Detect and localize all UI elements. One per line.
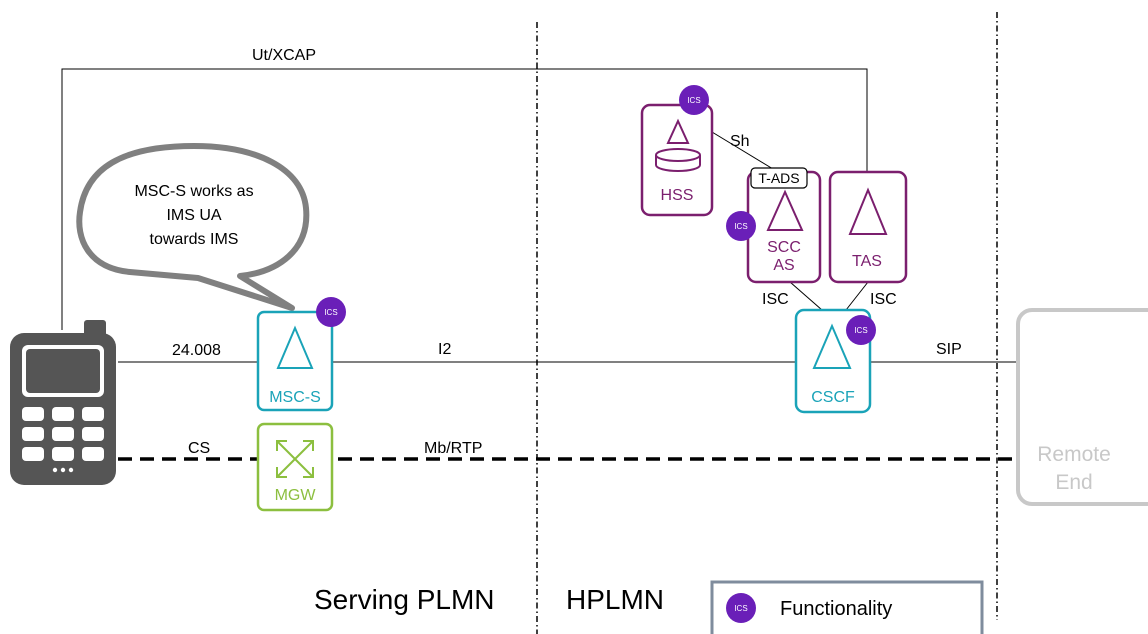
cscf-label: CSCF	[811, 389, 855, 406]
database-icon	[655, 148, 701, 172]
t-ads-label: T-ADS	[758, 170, 799, 186]
label-sh: Sh	[730, 133, 750, 150]
t-ads-tag: T-ADS	[750, 167, 808, 189]
ics-badge-scc-as: ICS	[726, 211, 756, 241]
ics-badge-hss: ICS	[679, 85, 709, 115]
hss-node: HSS	[640, 103, 714, 217]
ics-badge-hss-text: ICS	[687, 96, 700, 105]
ics-badge-scc-as-text: ICS	[734, 222, 747, 231]
ics-badge-msc-s-text: ICS	[324, 308, 337, 317]
label-isc-left: ISC	[762, 291, 789, 308]
link-isc-tas	[845, 281, 869, 311]
bubble-line-3: towards IMS	[150, 231, 239, 248]
ut-xcap-label: Ut/XCAP	[252, 47, 316, 64]
mgw-node: MGW	[256, 422, 334, 512]
remote-end-node: Remote End	[1016, 308, 1148, 506]
serving-plmn-label: Serving PLMN	[314, 584, 495, 615]
hplmn-label: HPLMN	[566, 584, 664, 615]
ics-badge-cscf-text: ICS	[854, 326, 867, 335]
ics-badge-msc-s: ICS	[316, 297, 346, 327]
scc-as-label-line-1: SCC	[767, 239, 801, 256]
scc-as-label-line-2: AS	[773, 257, 794, 274]
phone-icon	[10, 320, 116, 485]
tas-node: TAS	[828, 170, 908, 284]
label-24008: 24.008	[172, 342, 221, 359]
remote-end-label-line-2: End	[1055, 471, 1092, 494]
legend-label: Functionality	[780, 598, 892, 620]
ut-xcap-link	[61, 68, 868, 330]
bubble-line-1: MSC-S works as	[134, 183, 253, 200]
remote-end-label-line-1: Remote	[1037, 443, 1111, 466]
mgw-cross-arrows-icon	[276, 440, 314, 478]
link-isc-scc	[789, 281, 823, 311]
speech-bubble: MSC-S works as IMS UA towards IMS	[76, 143, 310, 311]
label-mb-rtp: Mb/RTP	[424, 440, 482, 457]
tas-label: TAS	[852, 253, 882, 270]
label-cs: CS	[188, 440, 210, 457]
label-i2: I2	[438, 341, 451, 358]
mgw-label: MGW	[275, 487, 317, 504]
hss-label: HSS	[661, 187, 694, 204]
bubble-line-2: IMS UA	[166, 207, 221, 224]
msc-s-label: MSC-S	[269, 389, 321, 406]
link-sh	[711, 131, 779, 173]
ics-badge-cscf: ICS	[846, 315, 876, 345]
msc-s-node: MSC-S	[256, 310, 334, 412]
label-isc-right: ISC	[870, 291, 897, 308]
legend-badge-text: ICS	[734, 604, 747, 613]
legend: ICS Functionality	[710, 580, 984, 634]
legend-ics-badge: ICS	[726, 593, 756, 623]
label-sip: SIP	[936, 341, 962, 358]
